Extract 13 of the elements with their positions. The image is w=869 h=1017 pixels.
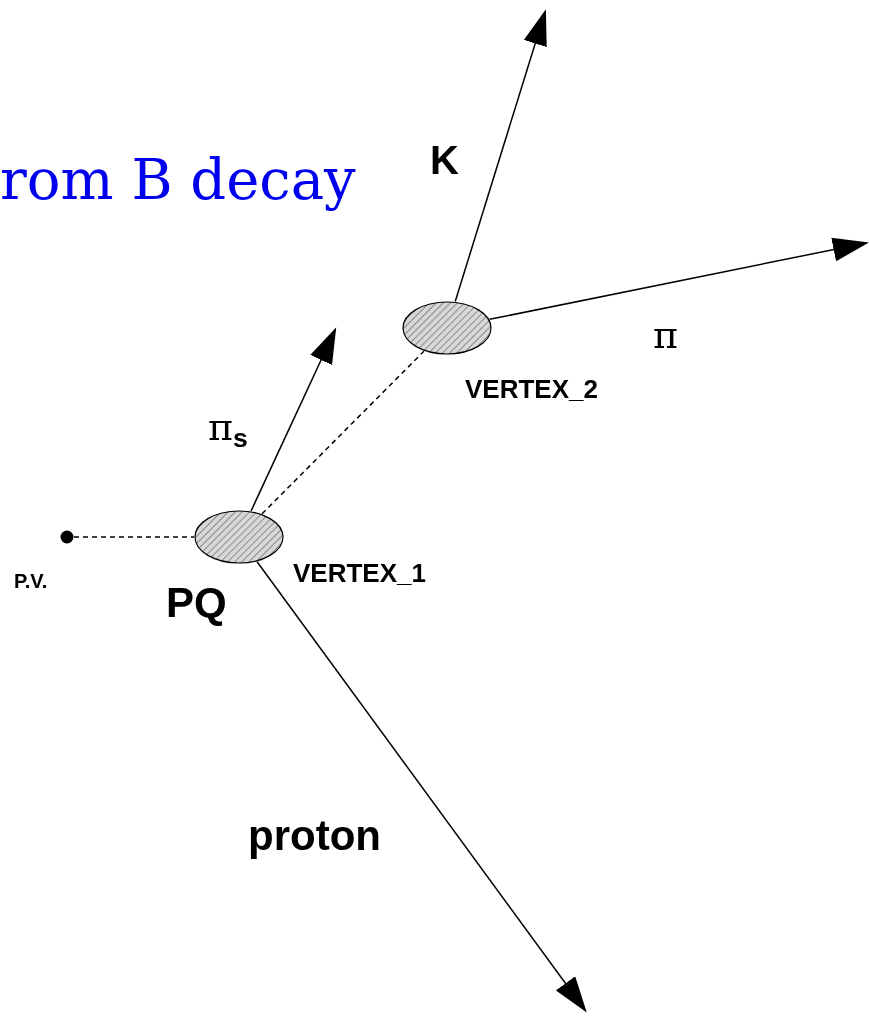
vertex-dot xyxy=(60,530,74,544)
arrow xyxy=(488,237,869,321)
arrow xyxy=(454,9,547,303)
dashed-line xyxy=(261,350,425,515)
hatched-ellipse xyxy=(194,510,284,564)
hatched-ellipse xyxy=(402,301,492,355)
arrow xyxy=(256,560,587,1013)
particle-label: PQ xyxy=(166,582,227,624)
dashed-line xyxy=(73,536,195,538)
vertex-label: VERTEX_2 xyxy=(465,376,598,402)
vertex-label: P.V. xyxy=(14,571,48,591)
arrow xyxy=(250,327,337,512)
vertex-label: VERTEX_1 xyxy=(293,560,426,586)
